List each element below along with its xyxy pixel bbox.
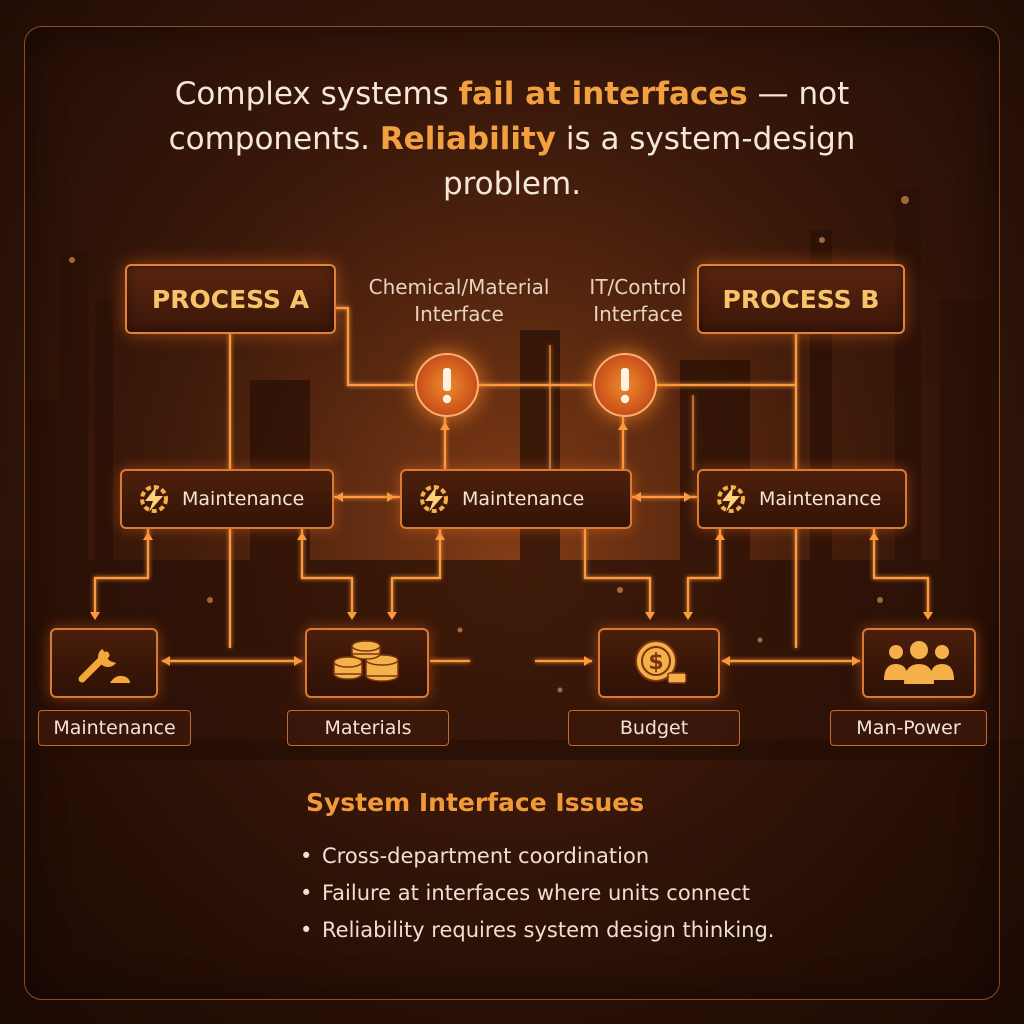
svg-text:$: $ — [648, 650, 663, 675]
warning-icon — [593, 353, 657, 417]
headline-text: — not — [747, 76, 850, 112]
headline-highlight-fail: fail at interfaces — [458, 76, 748, 112]
interface-label-line: Interface — [414, 302, 504, 326]
list-item: • Reliability requires system design thin… — [300, 912, 774, 949]
headline-line-2: components. Reliability is a system-desi… — [100, 117, 924, 162]
maintenance-node-center: Maintenance — [400, 469, 632, 529]
materials-resource-box — [305, 628, 429, 698]
bullet-list: • Cross-department coordination • Failure … — [300, 838, 774, 949]
interface-label-line: Interface — [593, 302, 683, 326]
man-power-resource-box — [862, 628, 976, 698]
lightning-gear-icon — [717, 485, 745, 513]
bullet-marker: • — [300, 844, 313, 868]
resource-label-text: Man-Power — [856, 717, 961, 739]
chemical-material-interface-label: Chemical/Material Interface — [345, 274, 573, 328]
resource-label-text: Maintenance — [53, 717, 176, 739]
warning-icon — [415, 353, 479, 417]
headline-text: Complex systems — [174, 76, 459, 112]
resource-label-text: Budget — [619, 717, 689, 739]
budget-resource-label: Budget — [568, 710, 740, 746]
headline-highlight-reliability: Reliability — [379, 120, 556, 157]
maintenance-node-label: Maintenance — [759, 488, 882, 510]
dollar-coin-icon: $ — [635, 640, 687, 684]
lightning-gear-icon — [140, 485, 168, 513]
headline-text: components. — [168, 120, 380, 157]
bullet-text: Cross-department coordination — [322, 844, 650, 868]
process-b-label: PROCESS B — [722, 284, 880, 314]
lightning-gear-icon — [420, 485, 448, 513]
maintenance-node-right: Maintenance — [697, 469, 907, 529]
process-b-box: PROCESS B — [697, 264, 905, 334]
process-a-label: PROCESS A — [151, 284, 310, 314]
headline-line-3: problem. — [442, 165, 582, 202]
headline-text: is a system-design — [555, 120, 856, 157]
wrench-icon — [78, 649, 130, 683]
bullet-text: Failure at interfaces where units connec… — [322, 881, 751, 905]
process-a-box: PROCESS A — [125, 264, 336, 334]
section-title: System Interface Issues — [306, 788, 645, 817]
people-icon — [884, 641, 954, 684]
list-item: • Cross-department coordination — [300, 838, 774, 875]
coins-icon — [333, 640, 399, 682]
it-control-interface-label: IT/Control Interface — [578, 274, 698, 328]
maintenance-node-label: Maintenance — [182, 488, 305, 510]
resource-label-text: Materials — [324, 717, 412, 739]
maintenance-node-label: Maintenance — [462, 488, 585, 510]
list-item: • Failure at interfaces where units conne… — [300, 875, 774, 912]
outer-frame — [24, 26, 1000, 1000]
interface-label-line: IT/Control — [589, 275, 687, 299]
maintenance-resource-box — [50, 628, 158, 698]
maintenance-node-left: Maintenance — [120, 469, 334, 529]
man-power-resource-label: Man-Power — [830, 710, 987, 746]
interface-label-line: Chemical/Material — [368, 275, 550, 299]
headline-line-1: Complex systems fail at interfaces — not — [100, 72, 924, 117]
materials-resource-label: Materials — [287, 710, 449, 746]
bullet-text: Reliability requires system design think… — [322, 918, 775, 942]
budget-resource-box: $ — [598, 628, 720, 698]
headline: Complex systems fail at interfaces — not… — [100, 72, 924, 207]
bullet-marker: • — [300, 881, 313, 905]
maintenance-resource-label: Maintenance — [38, 710, 191, 746]
bullet-marker: • — [300, 918, 313, 942]
